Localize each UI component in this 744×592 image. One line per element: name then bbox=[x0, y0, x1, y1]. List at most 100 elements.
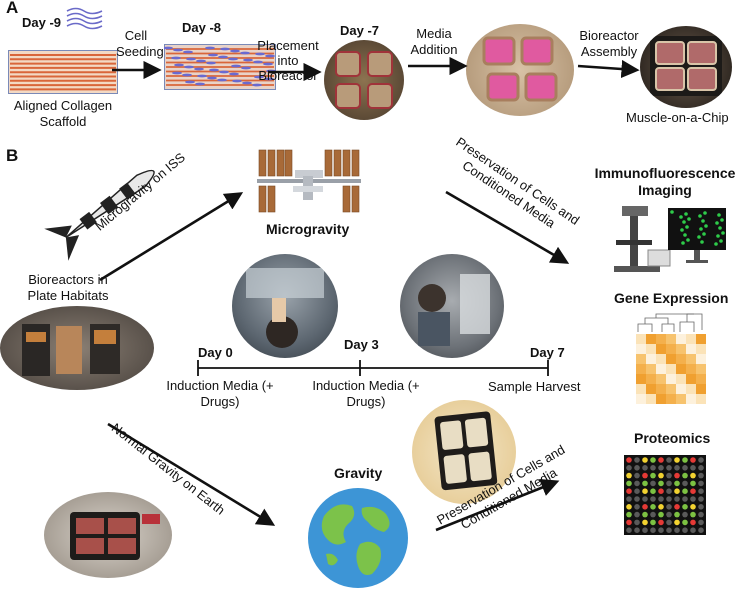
seeded-cell bbox=[242, 81, 252, 85]
arrow-preservation-top bbox=[445, 190, 570, 264]
protein-spot bbox=[634, 496, 640, 502]
protein-spot bbox=[666, 504, 672, 510]
heatmap-cell bbox=[696, 354, 706, 364]
bioreactor-placement-photo bbox=[324, 40, 404, 120]
seeded-cell bbox=[195, 82, 205, 86]
protein-spot bbox=[650, 511, 656, 518]
protein-spot bbox=[682, 511, 688, 518]
protein-spot bbox=[650, 496, 656, 502]
fluorescent-cell bbox=[687, 217, 691, 221]
seeded-cell bbox=[164, 46, 173, 50]
protein-spot bbox=[682, 480, 688, 487]
seeded-cell bbox=[219, 70, 229, 74]
cell-seeding-label: Cell Seeding bbox=[116, 28, 164, 60]
space-station-icon bbox=[257, 149, 361, 213]
microscope-icon bbox=[614, 206, 726, 272]
protein-spot bbox=[674, 472, 680, 479]
protein-spot bbox=[642, 465, 648, 471]
protein-spot bbox=[666, 465, 672, 471]
heatmap-cell bbox=[636, 364, 646, 374]
fluorescent-cell bbox=[718, 226, 722, 230]
protein-spot bbox=[666, 496, 672, 502]
seeded-cell bbox=[217, 78, 227, 82]
fluorescent-cell bbox=[685, 225, 689, 229]
fluorescent-cell bbox=[670, 210, 674, 214]
fluorescent-cell bbox=[703, 211, 707, 215]
seeded-cell bbox=[243, 58, 253, 62]
protein-spot bbox=[642, 519, 648, 526]
heatmap-cell bbox=[686, 364, 696, 374]
fluorescent-cell bbox=[697, 235, 701, 239]
seeded-cell bbox=[207, 76, 217, 80]
heatmap-cell bbox=[646, 384, 656, 394]
seeded-cell bbox=[208, 53, 218, 57]
seeded-cell bbox=[186, 57, 196, 61]
fluorescent-cell bbox=[698, 214, 702, 218]
protein-spot bbox=[682, 488, 688, 494]
heatmap-cell bbox=[676, 374, 686, 384]
fluorescent-cell bbox=[720, 218, 724, 222]
proteomics-label: Proteomics bbox=[634, 430, 711, 446]
seeded-cell bbox=[218, 55, 228, 59]
panel-a-label: A bbox=[6, 0, 19, 17]
heatmap-cell bbox=[636, 354, 646, 364]
heatmap-cell bbox=[656, 394, 666, 404]
protein-spot bbox=[674, 519, 680, 526]
heatmap-cell bbox=[686, 344, 696, 354]
protein-spot bbox=[626, 488, 632, 494]
protein-spot bbox=[650, 457, 656, 463]
seeded-cell bbox=[174, 63, 184, 67]
heatmap-cell bbox=[636, 344, 646, 354]
heatmap-cell bbox=[686, 394, 696, 404]
heatmap-cell bbox=[686, 374, 696, 384]
protein-spot bbox=[634, 527, 640, 533]
protein-spot bbox=[626, 504, 632, 510]
heatmap-cell bbox=[636, 384, 646, 394]
immunofluorescence-label: Immunofluorescence Imaging bbox=[590, 165, 740, 199]
seeded-cell bbox=[263, 62, 273, 66]
protein-spot bbox=[650, 488, 656, 494]
seeded-cell bbox=[185, 80, 195, 84]
heatmap-cell bbox=[656, 364, 666, 374]
fluorescent-cell bbox=[699, 227, 703, 231]
fluorescent-cell bbox=[704, 224, 708, 228]
media-addition-photo bbox=[466, 24, 574, 116]
protein-spot bbox=[666, 511, 672, 518]
protein-spot bbox=[666, 527, 672, 533]
heatmap-cell bbox=[676, 344, 686, 354]
gene-expression-label: Gene Expression bbox=[614, 290, 729, 306]
seeded-cell bbox=[173, 48, 183, 52]
rocket-icon bbox=[44, 169, 155, 261]
media-addition-text: Media Addition bbox=[410, 26, 458, 57]
arrow-microgravity bbox=[99, 192, 244, 282]
day-minus-7-label: Day -7 bbox=[340, 23, 380, 38]
seeded-cell bbox=[182, 73, 192, 77]
day-0-label: Day 0 bbox=[198, 345, 233, 360]
heatmap-cell bbox=[676, 384, 686, 394]
plate-habitats-label: Bioreactors in Plate Habitats bbox=[18, 272, 118, 304]
muscle-on-chip-label: Muscle-on-a-Chip bbox=[626, 110, 729, 125]
fluorescent-cell bbox=[682, 220, 686, 224]
protein-spot bbox=[626, 465, 632, 471]
seeded-cell bbox=[229, 72, 239, 76]
protein-spot bbox=[690, 496, 696, 502]
seeded-cell bbox=[231, 64, 241, 68]
protein-spot bbox=[690, 504, 696, 510]
protein-spot bbox=[690, 472, 696, 479]
fluorescent-cell bbox=[679, 215, 683, 219]
heatmap-cell bbox=[636, 334, 646, 344]
seeded-cell bbox=[264, 77, 274, 81]
protein-spot bbox=[642, 511, 648, 518]
protein-spot bbox=[634, 511, 640, 518]
seeded-scaffold-image bbox=[164, 44, 276, 90]
proteomics-array bbox=[624, 455, 706, 535]
protein-spot bbox=[698, 511, 704, 518]
seeded-cell bbox=[172, 71, 182, 75]
seeded-cell bbox=[183, 50, 193, 54]
protein-spot bbox=[626, 511, 632, 518]
fluorescent-cell bbox=[686, 238, 690, 242]
seeded-cell bbox=[252, 83, 262, 87]
fluorescent-cell bbox=[684, 212, 688, 216]
protein-spot bbox=[690, 457, 696, 463]
protein-spot bbox=[674, 457, 680, 463]
